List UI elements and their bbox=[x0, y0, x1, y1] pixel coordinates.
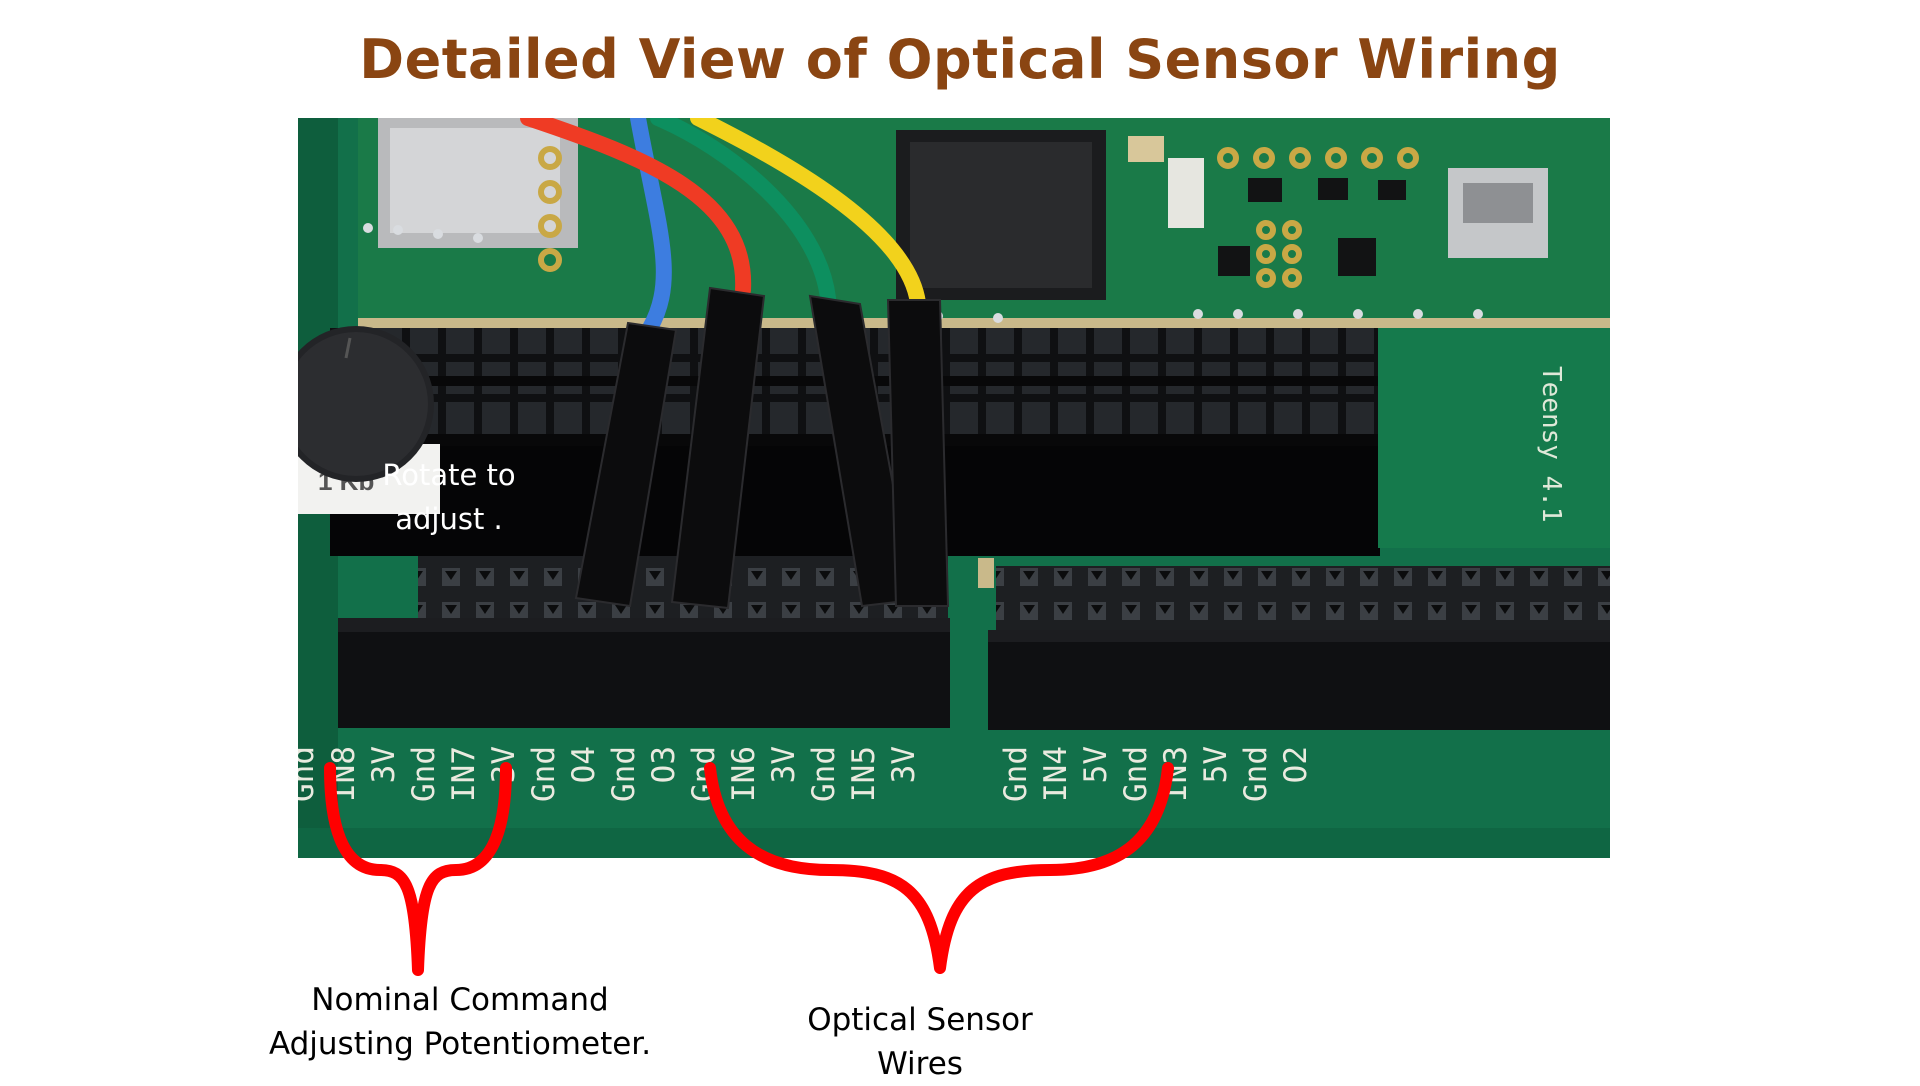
sensor-caption-line2: Wires bbox=[877, 1046, 963, 1082]
sensor-wires-bracket bbox=[704, 762, 1174, 974]
sensor-caption: Optical Sensor Wires bbox=[760, 998, 1080, 1086]
potentiometer-caption-line1: Nominal Command bbox=[311, 982, 609, 1018]
circuit-board-photo: 1 Kb Rotate to adjust . Teensy 4.1 Gnd I… bbox=[298, 118, 1610, 858]
potentiometer-bracket bbox=[324, 762, 512, 976]
board-label: Teensy 4.1 bbox=[1536, 366, 1566, 523]
potentiometer-label: Rotate to adjust . bbox=[382, 458, 516, 536]
potentiometer-caption: Nominal Command Adjusting Potentiometer. bbox=[210, 978, 710, 1066]
board-illustration: 1 Kb bbox=[298, 118, 1610, 858]
page-title: Detailed View of Optical Sensor Wiring bbox=[359, 28, 1561, 91]
sensor-caption-line1: Optical Sensor bbox=[807, 1002, 1033, 1038]
potentiometer-caption-line2: Adjusting Potentiometer. bbox=[268, 1026, 652, 1062]
